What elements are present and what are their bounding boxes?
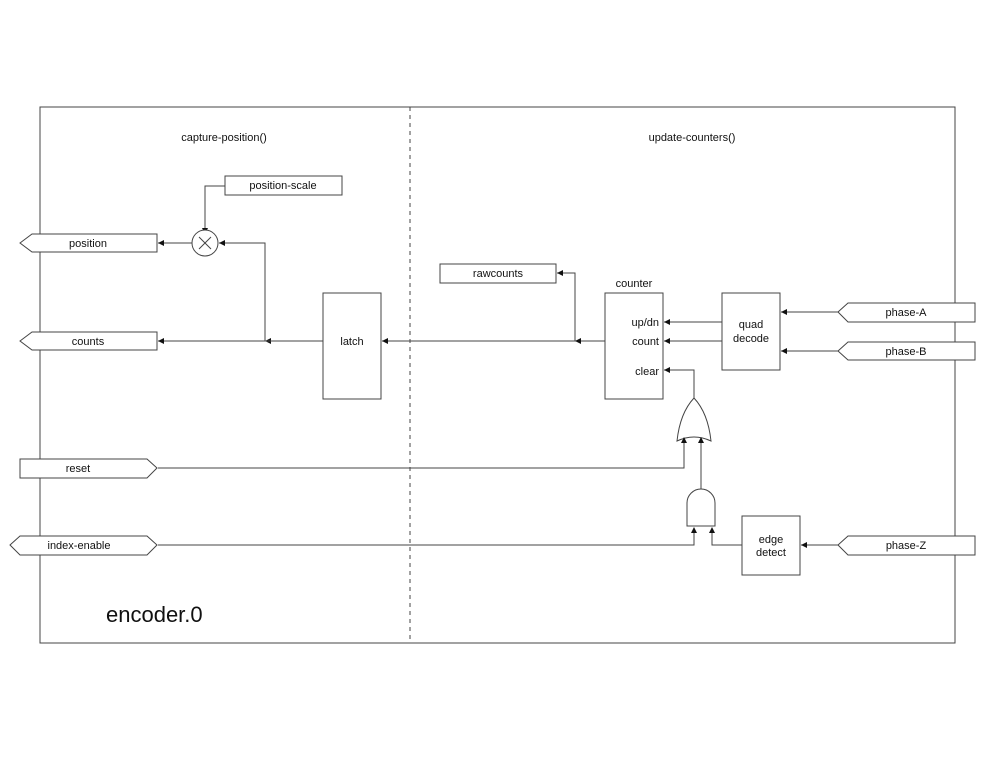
- phase-z-pin: [837, 535, 976, 556]
- reset-pin: [19, 458, 158, 479]
- and-input-arrow-a: [691, 527, 697, 533]
- rawcounts-wire: [557, 272, 576, 341]
- rawcounts-arrow: [557, 270, 563, 276]
- rawcounts-junction-arrow: [575, 338, 581, 344]
- component-name: encoder.0: [106, 602, 203, 627]
- edge-detect-block: [741, 515, 801, 576]
- rawcounts-label: rawcounts: [473, 268, 524, 280]
- quad-decode-label-1: quad: [739, 319, 763, 331]
- phase-b-label: phase-B: [886, 346, 927, 358]
- rawcounts-param: [439, 263, 557, 284]
- multiplier-input-arrow-right: [219, 240, 225, 246]
- latch-to-multiplier-wire: [219, 242, 266, 341]
- or-to-clear-wire: [664, 369, 695, 398]
- counter-block: [604, 292, 664, 400]
- index-enable-pin-label: index-enable: [48, 540, 111, 552]
- edge-to-and-wire: [711, 528, 742, 546]
- counter-clear-label: clear: [635, 366, 659, 378]
- section-title-capture-position: capture-position(): [181, 132, 267, 144]
- phase-z-arrow: [801, 542, 807, 548]
- clear-arrow: [664, 367, 670, 373]
- position-pin: [19, 233, 158, 253]
- phase-z-label: phase-Z: [886, 540, 927, 552]
- index-enable-pin: [9, 535, 158, 556]
- section-title-update-counters: update-counters(): [649, 132, 736, 144]
- quad-decode-label-2: decode: [733, 333, 769, 345]
- count-arrow: [664, 338, 670, 344]
- multiplier-cross-b: [198, 236, 212, 250]
- counter-updn-label: up/dn: [631, 317, 659, 329]
- position-pin-label: position: [69, 238, 107, 250]
- position-scale-wire: [204, 185, 225, 229]
- reset-wire: [158, 440, 685, 469]
- or-input-arrow-a: [681, 437, 687, 443]
- reset-pin-label: reset: [66, 463, 90, 475]
- or-gate: [676, 397, 712, 442]
- component-border: [39, 106, 956, 644]
- latch-input-arrow: [382, 338, 388, 344]
- index-enable-wire: [158, 528, 695, 546]
- latch-label: latch: [340, 336, 363, 348]
- phase-b-arrow: [781, 348, 787, 354]
- quad-decode-block: [721, 292, 781, 371]
- phase-a-label: phase-A: [886, 307, 928, 319]
- counts-arrow: [158, 338, 164, 344]
- counts-pin-label: counts: [72, 336, 105, 348]
- edge-detect-label-1: edge: [759, 534, 783, 546]
- latch-block: [322, 292, 382, 400]
- phase-b-pin: [837, 341, 976, 361]
- position-arrow: [158, 240, 164, 246]
- counter-title: counter: [616, 278, 653, 290]
- phase-a-pin: [837, 302, 976, 323]
- counts-pin: [19, 331, 158, 351]
- edge-detect-label-2: detect: [756, 547, 786, 559]
- updn-arrow: [664, 319, 670, 325]
- and-input-arrow-b: [709, 527, 715, 533]
- phase-a-arrow: [781, 309, 787, 315]
- and-gate: [686, 488, 716, 527]
- counter-count-label: count: [632, 336, 659, 348]
- position-scale-label: position-scale: [249, 180, 316, 192]
- or-input-arrow-b: [698, 437, 704, 443]
